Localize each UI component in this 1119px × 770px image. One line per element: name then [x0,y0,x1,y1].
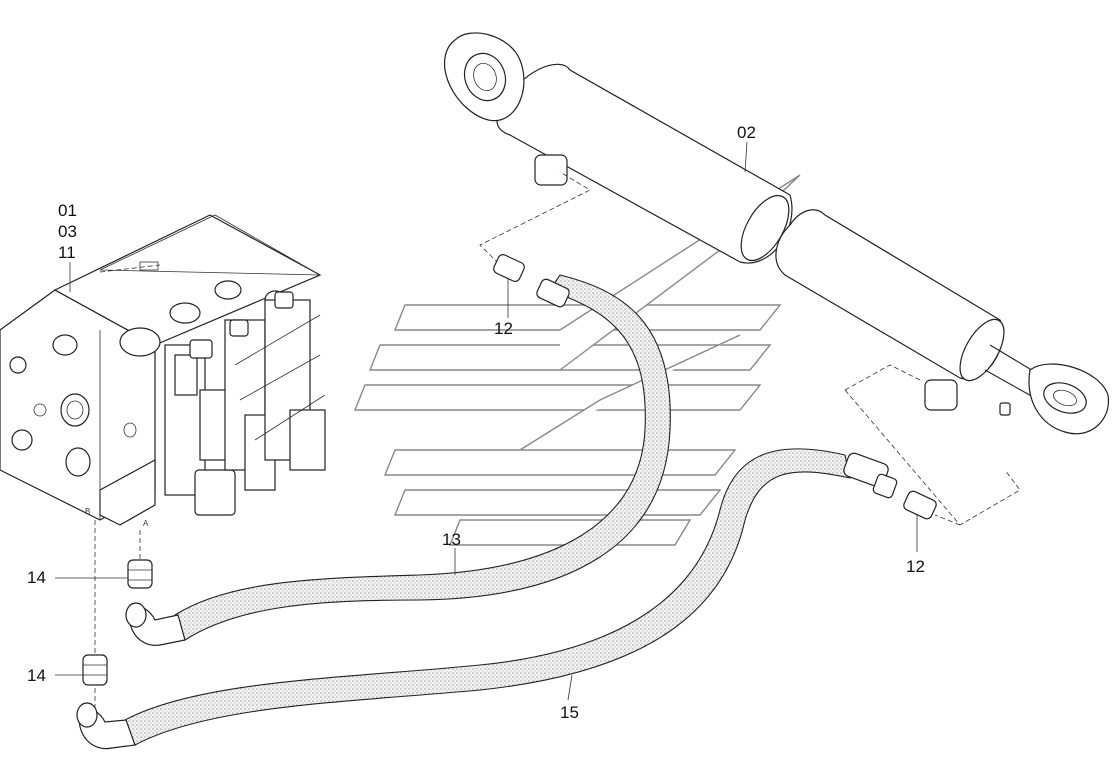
fitting-14-upper [127,559,153,589]
control-valve-block [0,214,326,526]
callout-14-upper: 14 [27,568,46,587]
callout-01: 01 [58,201,77,220]
fitting-12-right [903,490,937,520]
hose-15 [76,448,898,750]
callout-03: 03 [58,222,77,241]
leader-lines [55,141,918,701]
callout-15: 15 [560,703,579,722]
hydraulic-cylinder [443,32,1110,435]
callout-14-lower: 14 [27,666,46,685]
callout-11: 11 [58,243,76,262]
port-a-label: A [143,519,149,528]
fitting-14-lower [82,654,108,686]
hose-13 [125,274,671,646]
callout-02: 02 [737,123,756,142]
fitting-12-left [493,254,525,282]
callout-12-left: 12 [494,319,513,338]
port-b-label: B [85,507,90,516]
callout-12-right: 12 [906,557,925,576]
callout-13: 13 [442,530,461,549]
